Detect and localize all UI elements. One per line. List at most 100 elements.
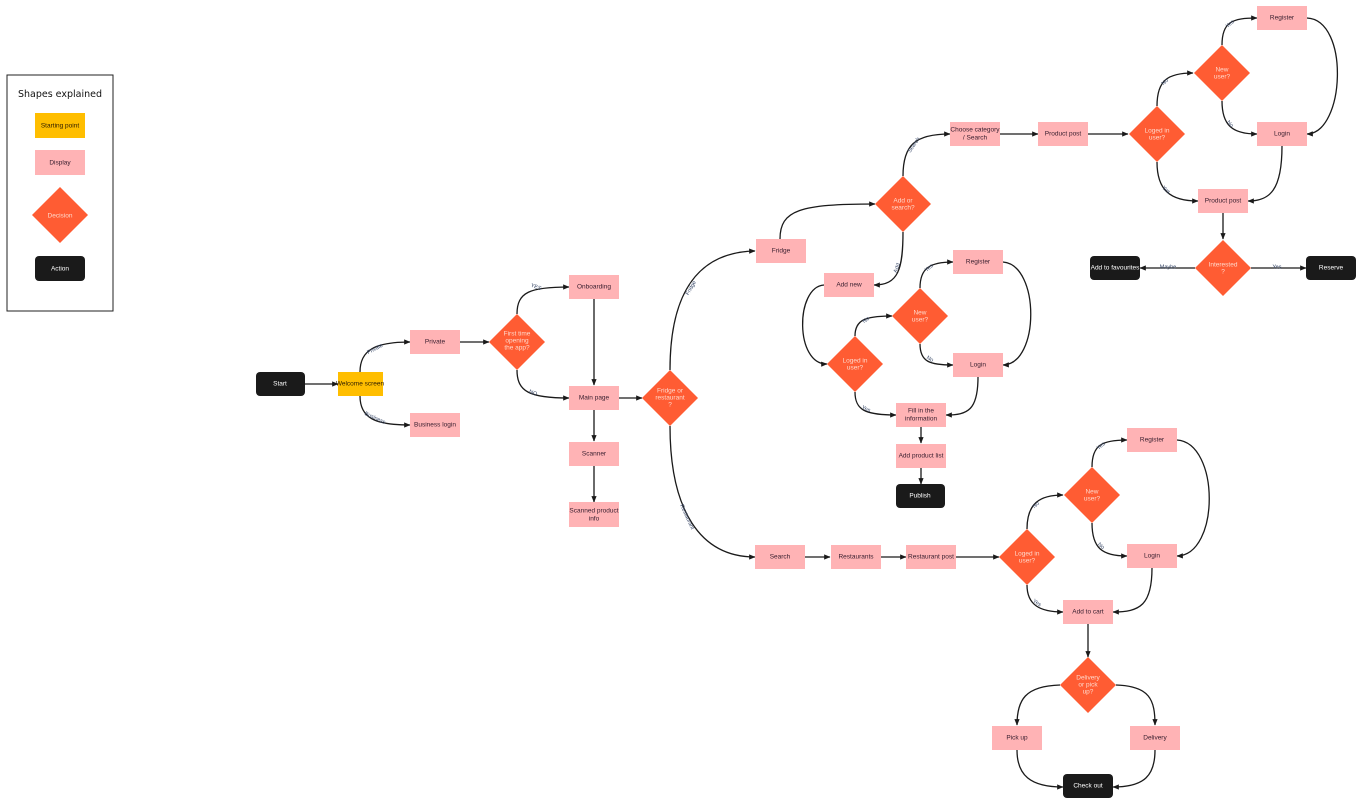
node-search[interactable]: Search — [755, 545, 805, 569]
node-label: Register — [1140, 437, 1165, 444]
node-private[interactable]: Private — [410, 330, 460, 354]
node-label: Add or — [893, 198, 913, 205]
edge-labels: Private Business YES NO Fridge Restauran… — [363, 19, 1281, 609]
legend-label: Action — [51, 266, 69, 273]
edge-loged1-newuser1 — [1156, 70, 1194, 107]
node-delivery-or-pickup[interactable]: Delivery or pick up? — [1060, 657, 1116, 713]
legend-panel: Shapes explained Starting point Display … — [6, 74, 114, 312]
node-label: Add to cart — [1072, 609, 1104, 616]
node-login[interactable]: Login — [1257, 122, 1307, 146]
node-register[interactable]: Register — [1257, 6, 1307, 30]
node-label: info — [589, 516, 600, 523]
node-delivery[interactable]: Delivery — [1130, 726, 1180, 750]
edge-label-yes: Yes — [924, 263, 935, 274]
node-label: ? — [668, 402, 672, 409]
node-label: Delivery — [1076, 675, 1100, 682]
node-add-product-list[interactable]: Add product list — [896, 444, 946, 468]
edge-label-no: No — [1032, 501, 1041, 510]
node-welcome-screen[interactable]: Welcome screen — [336, 372, 385, 396]
node-label: Login — [970, 362, 986, 369]
node-label: New — [1085, 489, 1098, 496]
node-loged-in-user-3[interactable]: Loged in user? — [999, 529, 1055, 585]
node-new-user-3[interactable]: New user? — [1064, 467, 1120, 523]
edge-label-search: Search — [907, 136, 922, 154]
node-label: Choose category — [950, 127, 1000, 134]
node-label: First time — [504, 331, 531, 338]
edge-label-add: Add — [893, 263, 902, 274]
edge-register1-login1 — [1306, 17, 1339, 137]
node-label: user? — [1084, 496, 1101, 503]
edge-label-yes: Yes — [860, 405, 871, 414]
node-reserve[interactable]: Reserve — [1306, 256, 1356, 280]
node-restaurants[interactable]: Restaurants — [831, 545, 881, 569]
edge-label-fridge: Fridge — [685, 280, 698, 297]
node-label: Welcome screen — [336, 381, 385, 388]
node-first-time-opening[interactable]: First time opening the app? — [489, 314, 545, 370]
node-fill-in-information[interactable]: Fill in the information — [896, 403, 946, 427]
node-label: Pick up — [1006, 735, 1028, 742]
node-add-to-cart[interactable]: Add to cart — [1063, 600, 1113, 624]
node-interested[interactable]: Interested ? — [1195, 240, 1251, 296]
node-onboarding[interactable]: Onboarding — [569, 275, 619, 299]
legend-title: Shapes explained — [18, 89, 102, 100]
node-login-2[interactable]: Login — [953, 353, 1003, 377]
edge-label-yes: Yes — [1273, 264, 1282, 270]
edge-dp-pickup — [1014, 684, 1061, 726]
node-pick-up[interactable]: Pick up — [992, 726, 1042, 750]
legend-item-decision: Decision — [32, 187, 88, 243]
node-add-or-search[interactable]: Add or search? — [875, 176, 931, 232]
edge-firsttime-onboarding — [516, 284, 570, 315]
node-business-login[interactable]: Business login — [410, 413, 460, 437]
edge-newuser2-register2 — [919, 259, 954, 289]
node-register-2[interactable]: Register — [953, 250, 1003, 274]
node-login-3[interactable]: Login — [1127, 544, 1177, 568]
node-loged-in-user[interactable]: Loged in user? — [1129, 106, 1185, 162]
node-main-page[interactable]: Main page — [569, 386, 619, 410]
node-label: Check out — [1073, 783, 1102, 790]
node-fridge-or-restaurant[interactable]: Fridge or restaurant ? — [642, 370, 698, 426]
node-product-post-2[interactable]: Product post — [1198, 189, 1248, 213]
node-label: user? — [912, 317, 929, 324]
node-register-3[interactable]: Register — [1127, 428, 1177, 452]
node-label: Register — [1270, 15, 1295, 22]
node-check-out[interactable]: Check out — [1063, 774, 1113, 798]
edge-welcome-business — [359, 395, 411, 428]
node-label: Register — [966, 259, 991, 266]
node-scanner[interactable]: Scanner — [569, 442, 619, 466]
node-label: opening — [505, 338, 529, 345]
node-start[interactable]: Start — [256, 372, 305, 396]
node-new-user[interactable]: New user? — [1194, 45, 1250, 101]
edge-label-yes: Yes — [1160, 185, 1171, 196]
node-product-post[interactable]: Product post — [1038, 122, 1088, 146]
node-add-to-favourites[interactable]: Add to favourites — [1090, 256, 1140, 280]
legend-item-action: Action — [35, 256, 85, 281]
node-loged-in-user-2[interactable]: Loged in user? — [827, 336, 883, 392]
node-label: Add new — [836, 282, 862, 289]
node-label: the app? — [504, 345, 530, 352]
edge-label-maybe: Maybe — [1160, 264, 1177, 270]
edge-login1-productpost2 — [1247, 145, 1283, 204]
node-add-new[interactable]: Add new — [824, 273, 874, 297]
edge-newuser1-register1 — [1221, 15, 1258, 46]
node-restaurant-post[interactable]: Restaurant post — [906, 545, 956, 569]
node-scanned-product-info[interactable]: Scanned product info — [569, 502, 619, 527]
edge-label-no: No — [1225, 120, 1234, 129]
edge-label-restaurant: Restaurant — [678, 504, 695, 531]
node-label: / Search — [963, 135, 988, 142]
node-label: Product post — [1045, 131, 1082, 138]
node-new-user-2[interactable]: New user? — [892, 288, 948, 344]
node-choose-category[interactable]: Choose category / Search — [950, 122, 1000, 146]
node-label: Search — [770, 554, 791, 561]
node-label: Restaurant post — [908, 554, 954, 561]
node-fridge[interactable]: Fridge — [756, 239, 806, 263]
edge-label-no-first: NO — [528, 389, 539, 398]
node-label: Private — [425, 339, 446, 346]
edge-dp-delivery — [1115, 684, 1158, 726]
node-publish[interactable]: Publish — [896, 484, 945, 508]
edge-label-yes-first: YES — [530, 283, 543, 293]
node-label: Delivery — [1143, 735, 1167, 742]
node-label: Restaurants — [838, 554, 874, 561]
node-label: Loged in — [1015, 551, 1040, 558]
legend-label: Display — [49, 160, 71, 167]
node-label: or pick — [1078, 682, 1098, 689]
